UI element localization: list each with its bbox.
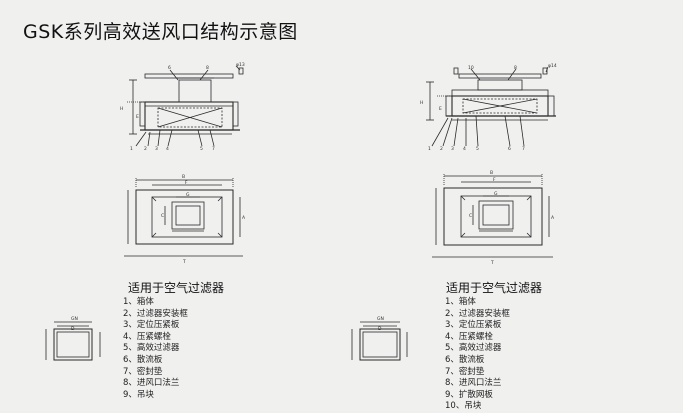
- parts-list-item: 6、散流板: [445, 354, 485, 365]
- left-front-callout: 4: [166, 146, 169, 152]
- right-front-callout: 3: [451, 146, 454, 152]
- left-plan-dim: C: [161, 213, 164, 219]
- right-plan-dim: A: [551, 215, 555, 221]
- right-top-plate: [458, 73, 542, 79]
- right-plan-dim: G: [494, 191, 498, 197]
- left-inlet-flange: [178, 79, 212, 103]
- parts-list-item: 4、压紧螺栓: [445, 331, 493, 342]
- right-subtitle: 适用于空气过滤器: [446, 281, 543, 295]
- left-plan-dim: F: [185, 180, 188, 186]
- right-plan-dim: T: [490, 260, 494, 266]
- left-front-callout: 8: [206, 65, 209, 71]
- right-small-dim: D: [378, 326, 382, 332]
- right-front-callout: 5: [476, 146, 479, 152]
- parts-list-item: 1、箱体: [445, 297, 476, 307]
- left-plan-view: [124, 178, 243, 257]
- left-front-dim: E: [136, 114, 139, 120]
- parts-list-item: 9、扩散网板: [445, 389, 493, 400]
- left-top-plate: [144, 73, 234, 79]
- left-plan-dim: A: [242, 215, 246, 221]
- right-upper-band: [451, 89, 549, 97]
- right-small-frame: [351, 321, 408, 361]
- parts-list-item: 5、高效过滤器: [445, 343, 502, 354]
- right-front-callout: 6: [508, 146, 511, 152]
- left-subtitle: 适用于空气过滤器: [128, 281, 225, 295]
- right-small-dim: GN: [377, 316, 384, 322]
- left-small-dim: D: [71, 326, 75, 332]
- parts-list-item: 6、散流板: [123, 354, 163, 365]
- left-plan-dim: G: [186, 192, 190, 198]
- right-plan-dim: C: [469, 213, 472, 219]
- parts-list-item: 2、过滤器安装框: [123, 308, 188, 319]
- right-plan-outer: [443, 187, 543, 246]
- right-plan-view: [432, 174, 553, 258]
- parts-list-item: 2、过滤器安装框: [445, 308, 510, 319]
- left-small-frame: [45, 321, 101, 361]
- parts-list-item: 8、进风口法兰: [445, 378, 502, 389]
- parts-list-item: 3、定位压紧板: [123, 320, 180, 331]
- right-front-callout: 7: [522, 146, 525, 152]
- left-front-dim: H: [120, 106, 123, 112]
- parts-list-item: 9、吊块: [123, 389, 154, 400]
- page-title: GSK系列高效送风口结构示意图: [23, 21, 298, 43]
- left-plan-dim: T: [182, 259, 186, 265]
- right-plan-dim: F: [493, 177, 496, 183]
- parts-list-item: 7、密封垫: [123, 366, 163, 377]
- right-front-callout: φ14: [548, 63, 557, 69]
- right-front-view: [426, 66, 556, 147]
- parts-list-item: 8、进风口法兰: [123, 378, 180, 389]
- left-front-view: [127, 65, 244, 147]
- left-plan-dim: B: [182, 174, 185, 180]
- parts-list-item: 4、压紧螺栓: [123, 331, 171, 342]
- parts-list-item: 10、吊块: [445, 401, 482, 412]
- parts-list-item: 7、密封垫: [445, 366, 485, 377]
- left-plan-outer: [135, 189, 234, 245]
- right-front-callout: 1: [428, 146, 431, 152]
- left-front-callout: 3: [155, 146, 158, 152]
- right-inlet-flange: [477, 79, 523, 91]
- right-front-dim: E: [439, 106, 442, 112]
- right-front-callout: 8: [514, 65, 517, 71]
- right-front-callout: 4: [463, 146, 466, 152]
- right-front-dim: H: [420, 100, 423, 106]
- left-front-callout: 5: [200, 146, 203, 152]
- left-front-callout: 2: [144, 146, 147, 152]
- right-front-callout: 2: [440, 146, 443, 152]
- right-plan-dim: B: [490, 170, 493, 176]
- right-plan-filter: [478, 200, 514, 230]
- left-front-callout: φ13: [236, 62, 245, 68]
- right-front-callout: 10: [468, 65, 474, 71]
- left-front-callout: 6: [168, 65, 171, 71]
- left-small-dim: GN: [71, 316, 78, 322]
- left-plan-filter: [171, 201, 205, 230]
- parts-list-item: 5、高效过滤器: [123, 343, 180, 354]
- left-front-callout: 1: [130, 146, 133, 152]
- parts-list-item: 3、定位压紧板: [445, 320, 502, 331]
- parts-list-item: 1、箱体: [123, 297, 154, 307]
- left-front-callout: 7: [212, 146, 215, 152]
